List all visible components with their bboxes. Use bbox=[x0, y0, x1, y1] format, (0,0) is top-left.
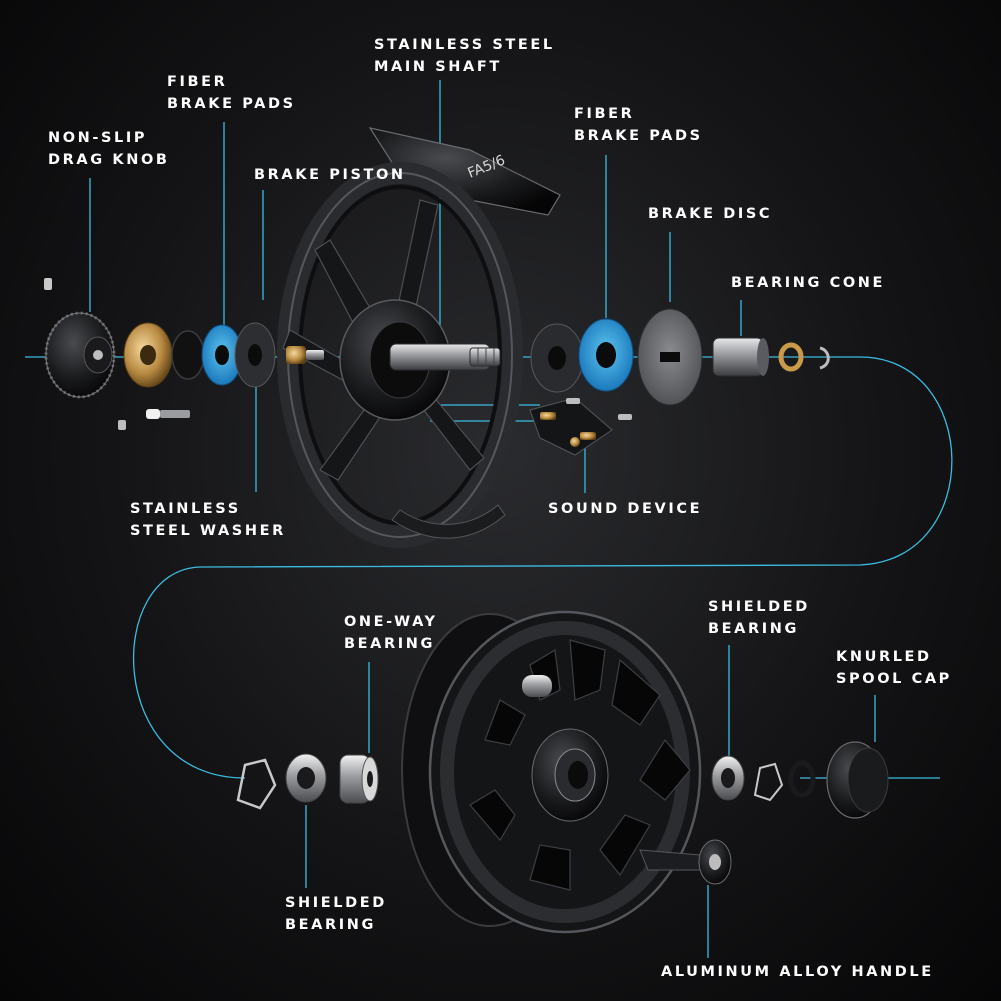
aluminum-handle bbox=[639, 839, 732, 885]
shielded-bearing-right bbox=[711, 755, 745, 801]
small-plug bbox=[146, 409, 160, 419]
gold-ring bbox=[778, 342, 804, 372]
stainless-washer bbox=[234, 322, 276, 388]
sound-device bbox=[529, 397, 632, 456]
clip-ring bbox=[819, 346, 830, 370]
label-bearing-cone: BEARING CONE bbox=[731, 275, 886, 291]
fiber-brake-pad-right bbox=[578, 318, 634, 392]
label-shielded-bearing-right: SHIELDED BEARING bbox=[708, 599, 810, 637]
black-washer-left bbox=[171, 330, 205, 380]
spool-assembly bbox=[401, 610, 702, 934]
label-fiber-brake-pads-right: FIBER BRAKE PADS bbox=[574, 106, 703, 144]
main-shaft bbox=[389, 343, 501, 371]
label-one-way-bearing: ONE-WAY BEARING bbox=[344, 614, 438, 652]
spool-cutouts bbox=[469, 639, 691, 891]
piston-cup bbox=[123, 322, 173, 388]
one-way-bearing bbox=[339, 754, 379, 804]
brake-piston bbox=[286, 346, 324, 364]
wire-clip-left bbox=[236, 758, 277, 810]
label-knurled-spool-cap: KNURLED SPOOL CAP bbox=[836, 649, 952, 687]
frame-lower-arm bbox=[391, 504, 506, 539]
label-brake-disc: BRAKE DISC bbox=[648, 206, 773, 222]
o-ring bbox=[788, 760, 816, 798]
label-fiber-brake-pads-left: FIBER BRAKE PADS bbox=[167, 74, 296, 112]
knurled-spool-cap bbox=[826, 741, 889, 819]
small-screw bbox=[44, 278, 52, 290]
label-aluminum-alloy-handle: ALUMINUM ALLOY HANDLE bbox=[661, 964, 934, 980]
label-sound-device: SOUND DEVICE bbox=[548, 501, 703, 517]
label-stainless-steel-main-shaft: STAINLESS STEEL MAIN SHAFT bbox=[374, 37, 555, 75]
frame-assembly: FA5/6 bbox=[277, 127, 561, 548]
drag-knob bbox=[44, 311, 116, 399]
shielded-bearing-bottom bbox=[285, 753, 327, 803]
bearing-cone bbox=[712, 337, 769, 377]
label-stainless-steel-washer: STAINLESS STEEL WASHER bbox=[130, 501, 286, 539]
small-screw-2 bbox=[118, 420, 126, 430]
small-spring bbox=[160, 410, 190, 418]
top-axis-line bbox=[25, 356, 953, 779]
spool-latch bbox=[522, 675, 552, 697]
wire-clip-right bbox=[753, 762, 784, 802]
label-brake-piston: BRAKE PISTON bbox=[254, 167, 406, 183]
label-non-slip-drag-knob: NON-SLIP DRAG KNOB bbox=[48, 130, 170, 168]
label-shielded-bearing-bottom: SHIELDED BEARING bbox=[285, 895, 387, 933]
brake-disc bbox=[637, 308, 703, 406]
black-washer-right bbox=[530, 323, 584, 393]
